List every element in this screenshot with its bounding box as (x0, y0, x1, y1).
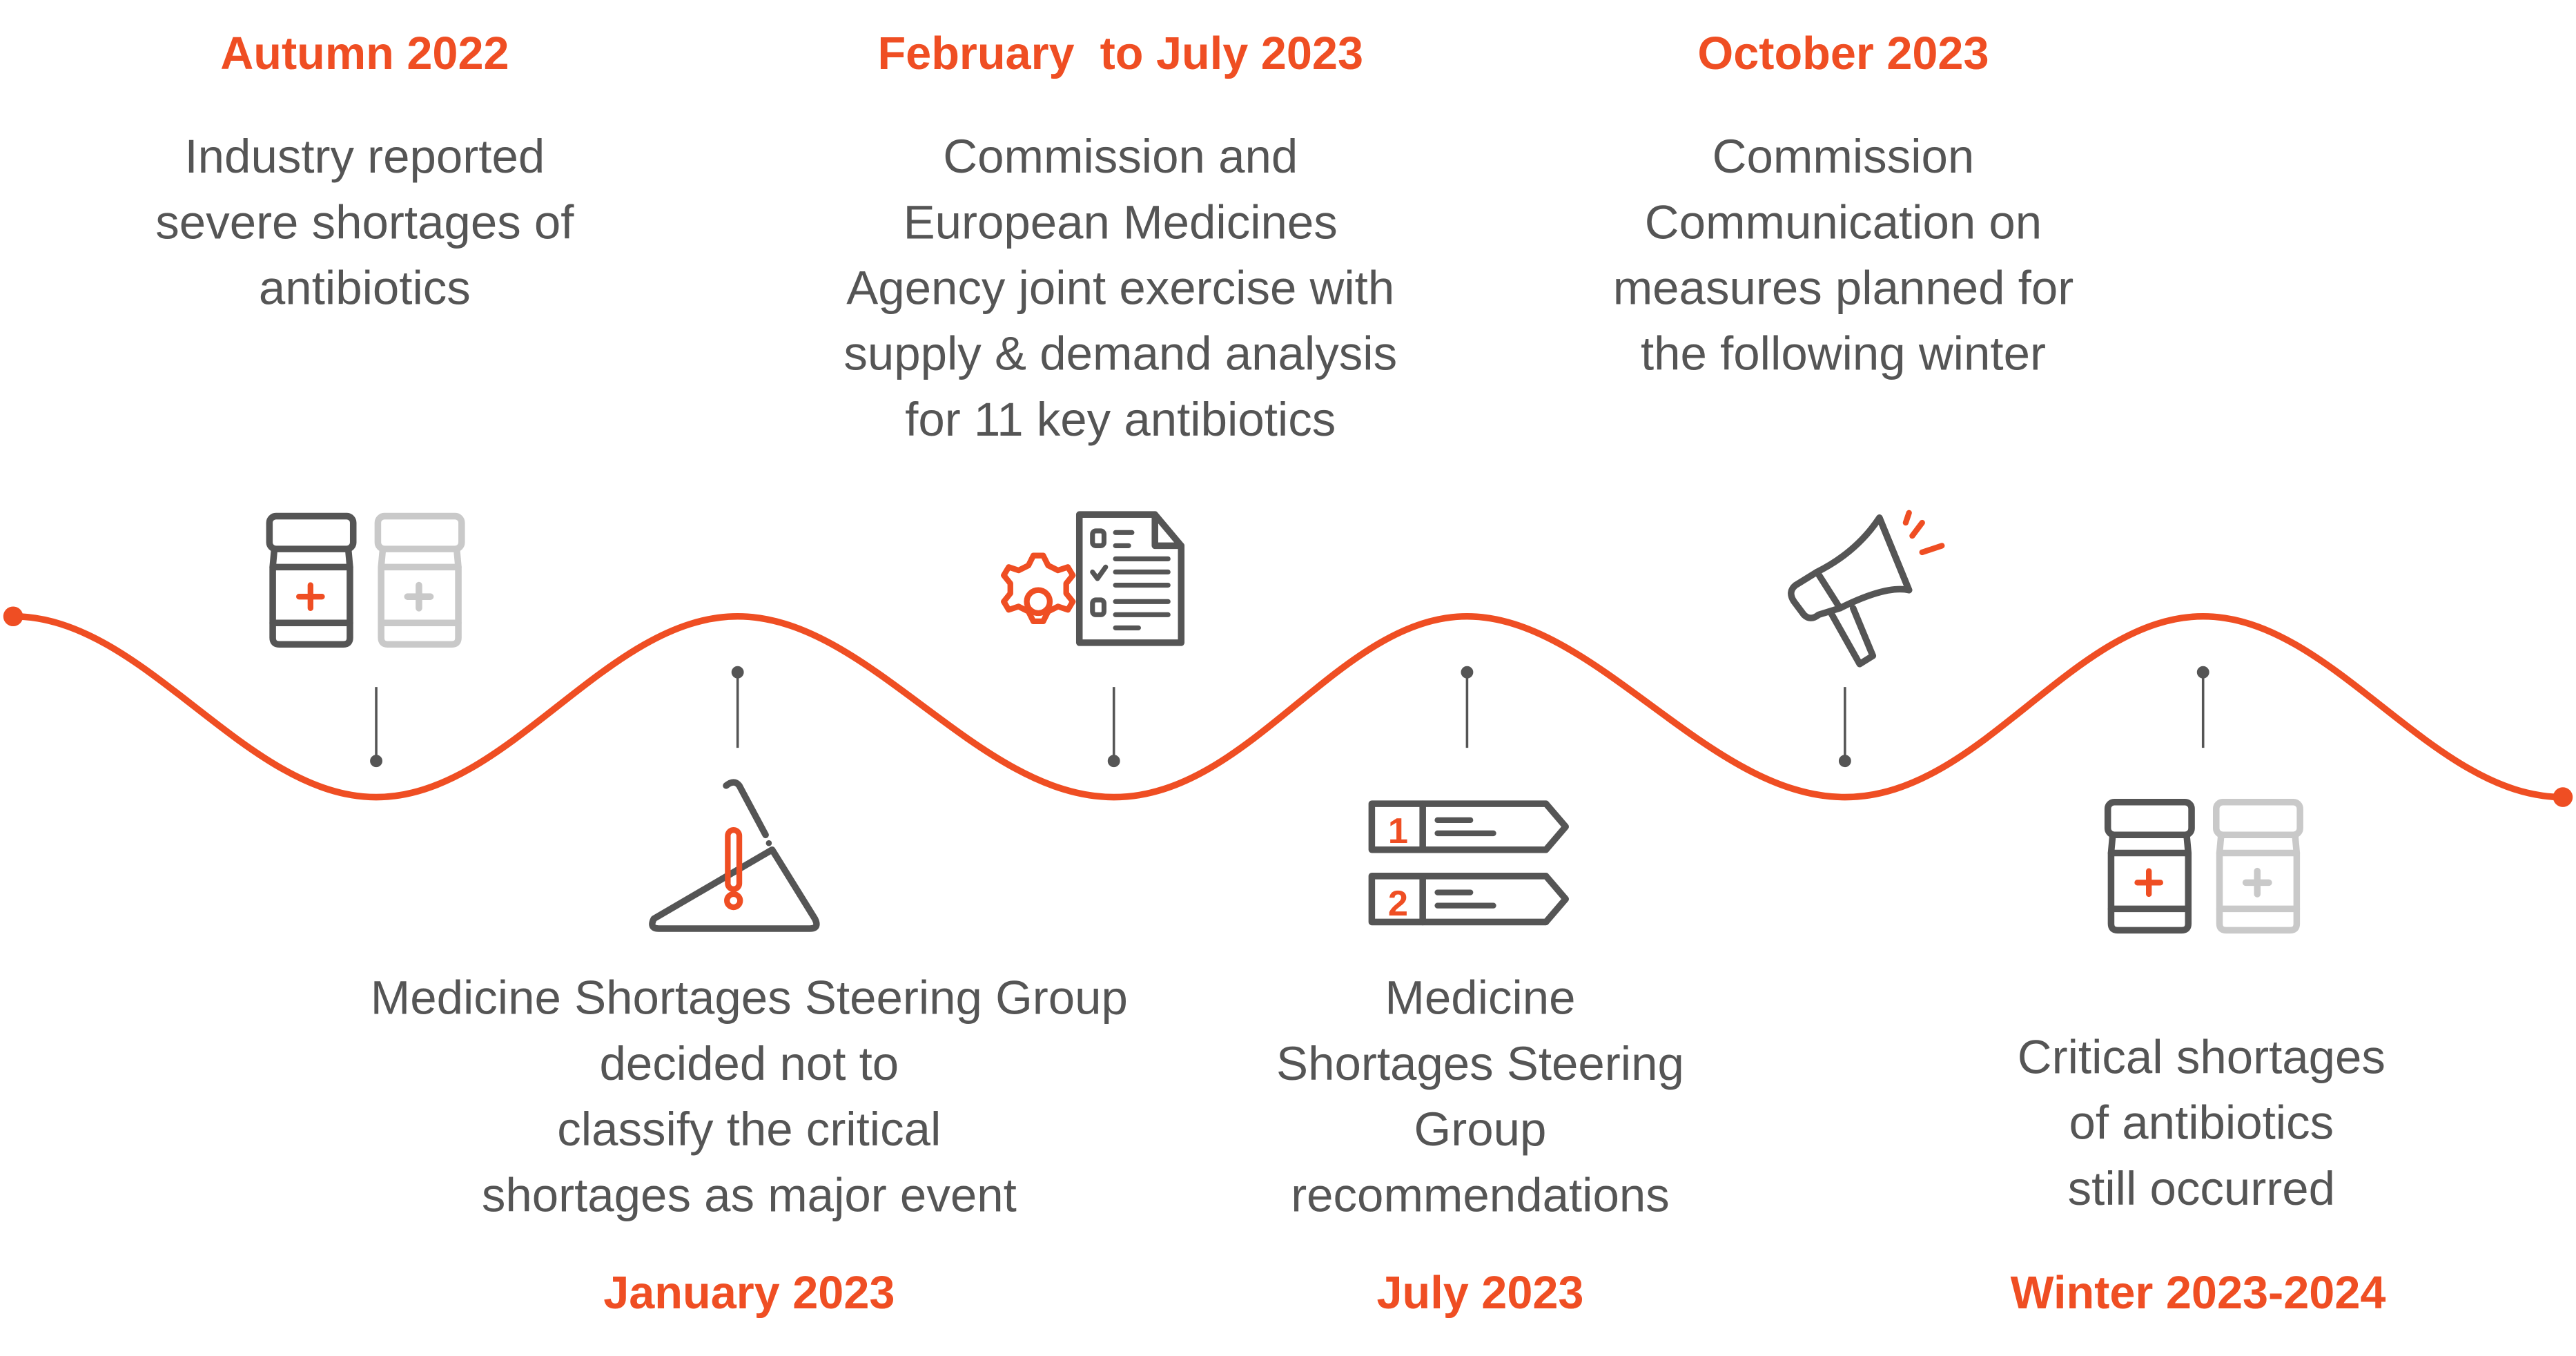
connector-july-2023 (1461, 666, 1474, 748)
timeline-wave (13, 612, 2563, 801)
number-one-glyph: 1 (1388, 811, 1408, 851)
event-text-line: the following winter (1641, 327, 2046, 380)
event-date: January 2023 (603, 1268, 895, 1319)
event-date: February to July 2023 (877, 28, 1363, 79)
connector-autumn-2022 (370, 687, 382, 768)
event-winter-2023-2024: Critical shortages of antibiotics still … (2011, 1030, 2386, 1318)
connector-october-2023 (1838, 687, 1851, 768)
event-text-line: Communication on (1645, 195, 2042, 249)
gear-document-icon (1001, 511, 1185, 646)
event-text-line: Shortages Steering (1276, 1037, 1684, 1090)
event-text-line: supply & demand analysis (843, 327, 1397, 380)
event-text-line: severe shortages of (155, 195, 574, 249)
gear-icon (1001, 552, 1076, 625)
event-text-line: still occurred (2068, 1162, 2335, 1215)
event-text-line: Group (1414, 1103, 1547, 1156)
event-january-2023: Medicine Shortages Steering Group decide… (371, 971, 1128, 1319)
event-text-line: of antibiotics (2069, 1096, 2334, 1150)
event-date: Winter 2023-2024 (2011, 1268, 2386, 1319)
event-autumn-2022: Autumn 2022 Industry reported severe sho… (155, 28, 574, 314)
timeline-end-dot (2553, 787, 2573, 807)
event-text-line: Medicine Shortages Steering Group (371, 971, 1128, 1025)
medicine-bottles-icon (2104, 798, 2303, 934)
event-text-line: Commission and (943, 130, 1298, 183)
event-text-line: classify the critical (557, 1103, 941, 1156)
event-text-line: Critical shortages (2018, 1030, 2385, 1083)
medicine-bottles-icon (266, 512, 465, 648)
event-october-2023: October 2023 Commission Communication on… (1613, 28, 2074, 380)
event-text-line: Commission (1713, 130, 1975, 183)
event-text-line: shortages as major event (482, 1168, 1017, 1221)
event-text-line: measures planned for (1613, 262, 2074, 315)
connector-feb-july-2023 (1107, 687, 1120, 768)
event-text-line: Medicine (1385, 971, 1575, 1025)
event-text-line: Agency joint exercise with (846, 262, 1394, 315)
megaphone-icon (1788, 510, 1945, 668)
event-text-line: decided not to (600, 1037, 899, 1090)
event-feb-july-2023: February to July 2023 Commission and Eur… (843, 28, 1397, 446)
event-july-2023: Medicine Shortages Steering Group recomm… (1276, 971, 1684, 1319)
timeline-start-dot (3, 606, 23, 627)
warning-triangle-icon (649, 779, 820, 932)
event-date: Autumn 2022 (220, 28, 509, 79)
event-date: October 2023 (1697, 28, 1989, 79)
connector-winter-2023-2024 (2196, 666, 2209, 748)
event-date: July 2023 (1376, 1268, 1583, 1319)
connector-january-2023 (731, 666, 744, 748)
event-text-line: for 11 key antibiotics (905, 393, 1336, 446)
document-icon (1075, 511, 1185, 646)
event-text-line: European Medicines (904, 195, 1338, 249)
number-two-glyph: 2 (1388, 884, 1408, 924)
event-text-line: Industry reported (185, 130, 545, 183)
event-text-line: antibiotics (259, 262, 471, 315)
numbered-list-icon: 1 2 (1368, 800, 1569, 926)
event-text-line: recommendations (1291, 1168, 1670, 1221)
